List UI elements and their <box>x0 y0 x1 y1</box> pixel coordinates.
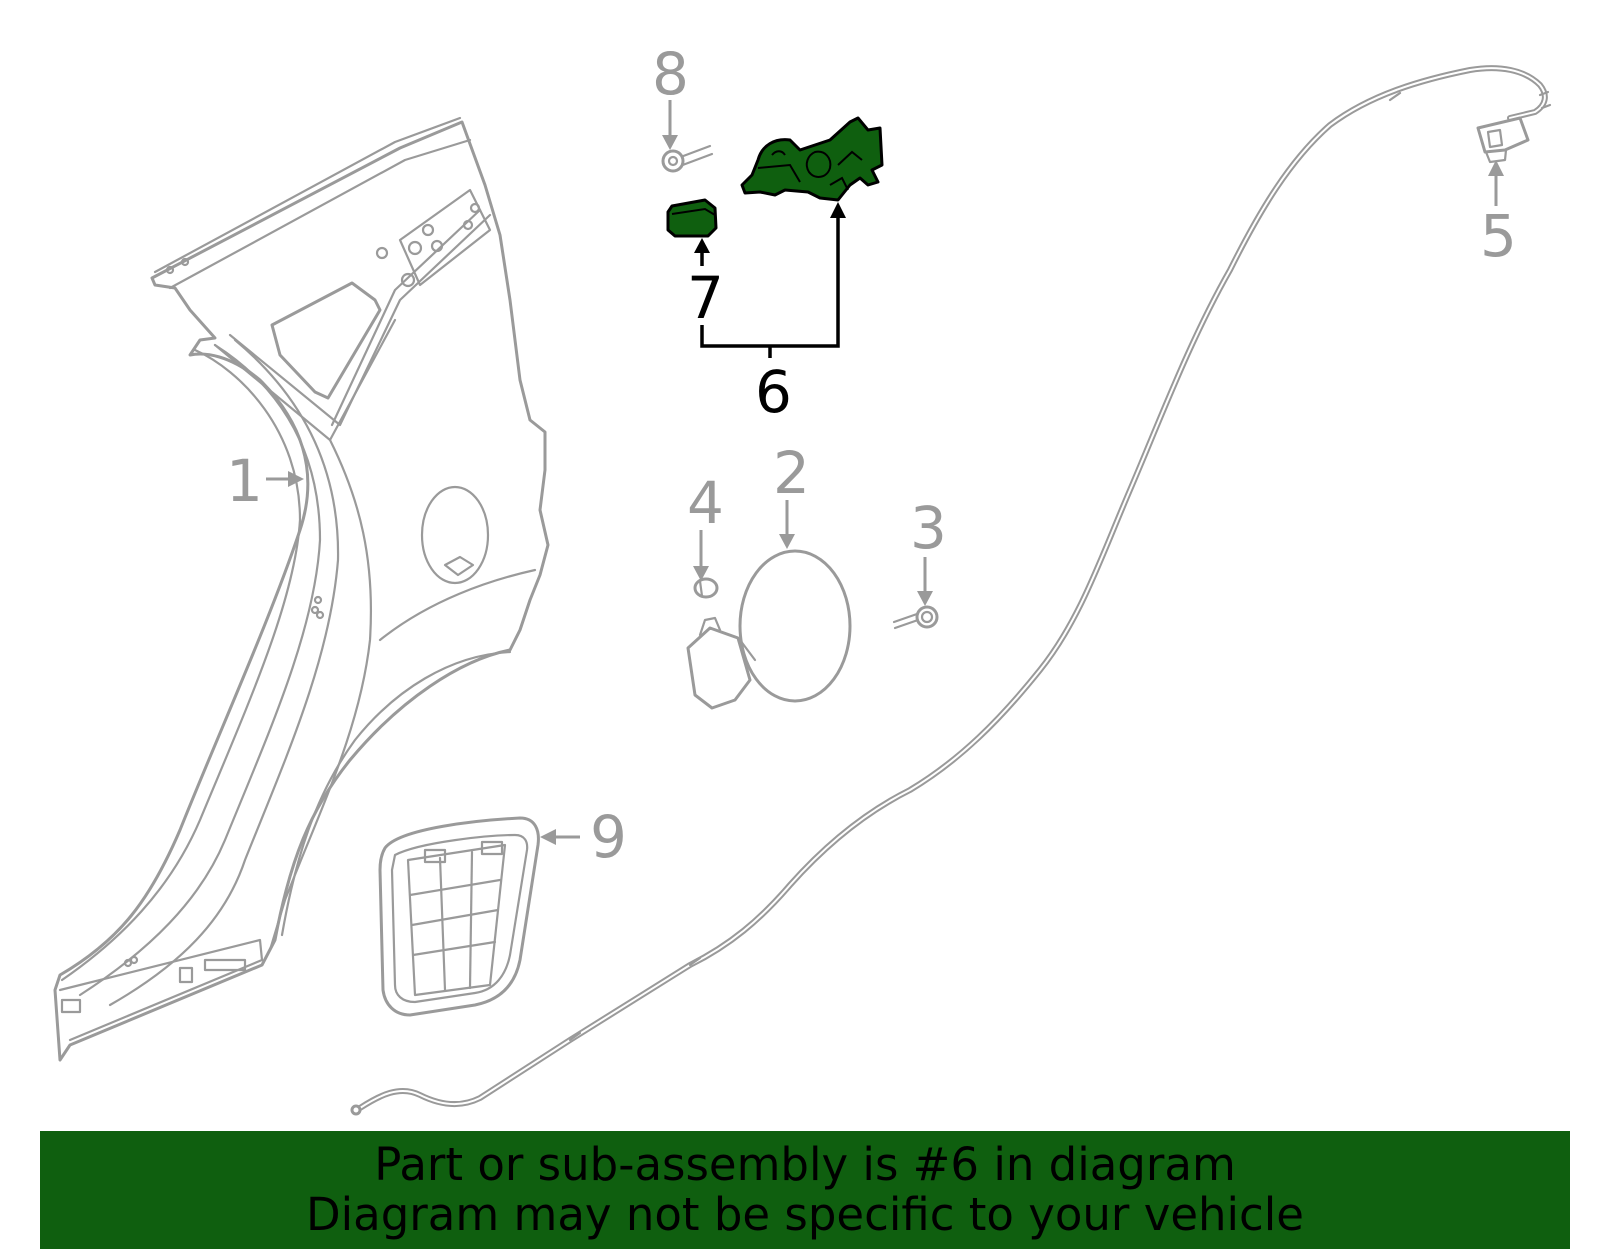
lock-cap-part <box>666 198 718 238</box>
screw-part-3 <box>892 605 939 630</box>
release-cable-part <box>350 65 1552 1116</box>
grommet-part <box>693 577 719 599</box>
callout-4: 4 <box>687 469 724 537</box>
banner-line-1: Part or sub-assembly is #6 in diagram <box>374 1138 1236 1191</box>
fuel-door-part <box>686 549 852 710</box>
vent-grille-part <box>378 816 540 1017</box>
bolt-part-8 <box>661 144 714 173</box>
callout-9: 9 <box>590 803 627 871</box>
callout-5: 5 <box>1480 202 1517 270</box>
callout-3: 3 <box>910 494 947 562</box>
callout-2: 2 <box>773 439 810 507</box>
callout-1: 1 <box>226 447 263 515</box>
callout-7: 7 <box>687 264 724 332</box>
callout-8: 8 <box>652 40 689 108</box>
info-banner: Part or sub-assembly is #6 in diagram Di… <box>40 1131 1570 1249</box>
banner-line-2: Diagram may not be specific to your vehi… <box>306 1188 1304 1241</box>
callout-arrows <box>266 100 1504 845</box>
quarter-panel-part <box>53 116 550 1062</box>
fuel-door-lock-actuator-part <box>740 116 884 202</box>
callout-6: 6 <box>755 358 792 426</box>
